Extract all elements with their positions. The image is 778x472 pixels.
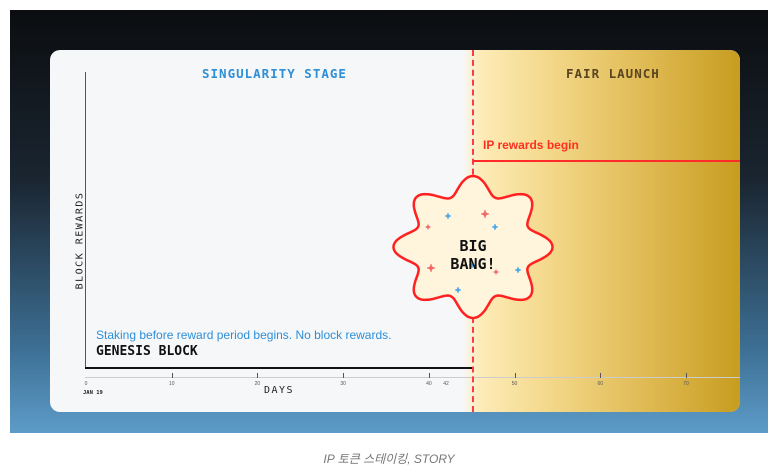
start-date-label: JAN 19 — [83, 390, 103, 396]
zero-rewards-line — [85, 367, 473, 369]
x-tick — [514, 373, 516, 378]
x-tick — [428, 373, 430, 378]
y-axis-label: BLOCK REWARDS — [74, 191, 86, 290]
staking-note: Staking before reward period begins. No … — [96, 328, 392, 342]
sparkle-icon — [444, 212, 452, 220]
fair-launch-label: FAIR LAUNCH — [566, 66, 660, 81]
sparkle-icon — [493, 269, 499, 275]
sparkle-icon — [426, 263, 436, 273]
x-tick — [686, 373, 687, 378]
x-tick-label: 60 — [597, 381, 604, 387]
rewards-line — [473, 160, 740, 162]
sparkle-icon — [454, 286, 462, 294]
x-tick-label: 42 — [443, 381, 449, 387]
x-tick-label: 10 — [168, 381, 175, 387]
x-tick-label: 20 — [254, 381, 261, 387]
big-bang-label: BIG BANG! — [450, 237, 496, 273]
x-tick — [343, 373, 345, 378]
x-tick — [171, 373, 173, 378]
image-frame: SINGULARITY STAGE FAIR LAUNCH BLOCK REWA… — [10, 10, 768, 433]
sparkle-icon — [480, 209, 490, 219]
x-tick-label: 0 — [84, 381, 88, 387]
x-tick-label: 30 — [340, 381, 346, 387]
sparkle-icon — [468, 261, 476, 269]
singularity-stage-label: SINGULARITY STAGE — [202, 66, 347, 81]
x-tick — [600, 373, 602, 378]
sparkle-icon — [425, 224, 431, 230]
y-axis — [85, 72, 86, 368]
x-axis-tick-line — [85, 377, 740, 378]
big-bang-starburst — [392, 174, 554, 320]
image-caption: IP 토큰 스테이킹, STORY — [323, 452, 455, 466]
rewards-label: IP rewards begin — [483, 138, 579, 152]
sparkle-icon — [491, 223, 499, 231]
x-axis-label: DAYS — [264, 385, 295, 396]
x-tick — [257, 373, 259, 378]
x-tick-label: 50 — [511, 381, 518, 387]
sparkle-icon — [514, 266, 522, 274]
x-tick-label: 40 — [426, 381, 432, 387]
diagram-card: SINGULARITY STAGE FAIR LAUNCH BLOCK REWA… — [50, 50, 740, 412]
genesis-block-label: GENESIS BLOCK — [96, 344, 198, 359]
x-tick-label: 70 — [683, 381, 689, 387]
